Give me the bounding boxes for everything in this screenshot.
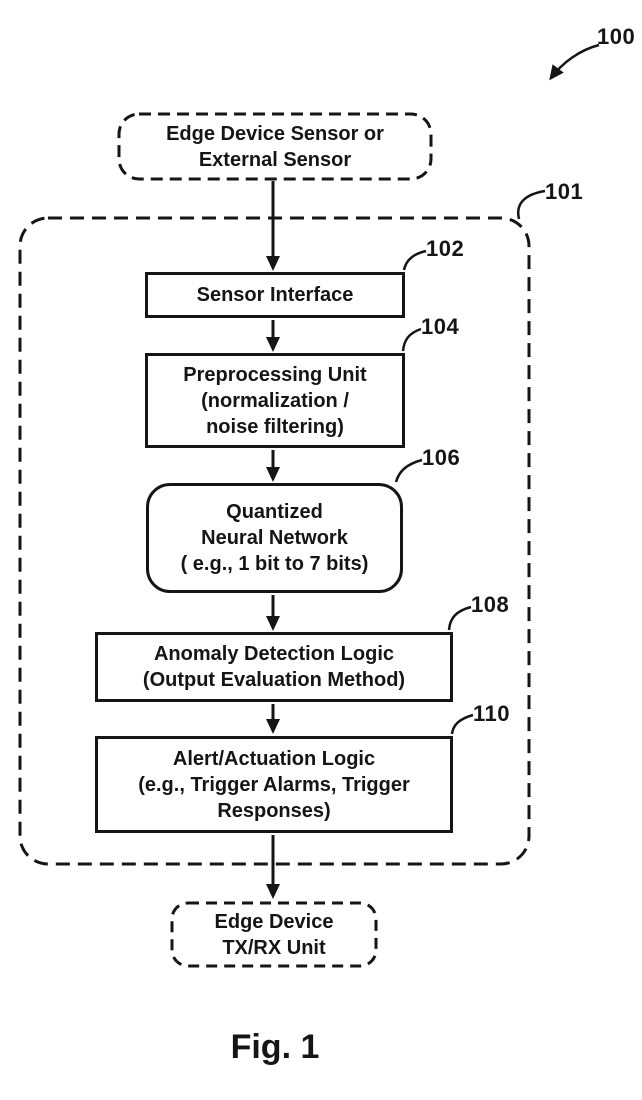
leader-104 — [401, 327, 422, 352]
node-anomaly-detection-logic: Anomaly Detection Logic (Output Evaluati… — [95, 632, 453, 702]
figure-caption: Fig. 1 — [230, 1028, 320, 1066]
ref-label-104: 104 — [421, 314, 460, 339]
leader-102 — [402, 249, 427, 271]
ref-label-110: 110 — [473, 701, 510, 726]
leader-101 — [516, 189, 546, 220]
node-alert-actuation-logic: Alert/Actuation Logic (e.g., Trigger Ala… — [95, 736, 453, 833]
ref-label-102: 102 — [426, 236, 465, 261]
node-quantized-neural-network: Quantized Neural Network ( e.g., 1 bit t… — [146, 483, 403, 593]
ref-label-100: 100 — [597, 24, 636, 49]
leader-100 — [549, 43, 600, 81]
node-external-sensor: Edge Device Sensor or External Sensor — [166, 122, 384, 171]
ref-label-106: 106 — [422, 445, 461, 470]
ref-label-108: 108 — [471, 592, 510, 617]
node-sensor-interface: Sensor Interface — [145, 272, 405, 318]
leader-108 — [447, 605, 472, 631]
leader-106 — [394, 458, 423, 483]
leader-110 — [450, 713, 474, 735]
node-preprocessing-unit: Preprocessing Unit (normalization / nois… — [145, 353, 405, 448]
node-txrx-unit: Edge Device TX/RX Unit — [214, 910, 334, 959]
ref-label-101: 101 — [545, 179, 584, 204]
